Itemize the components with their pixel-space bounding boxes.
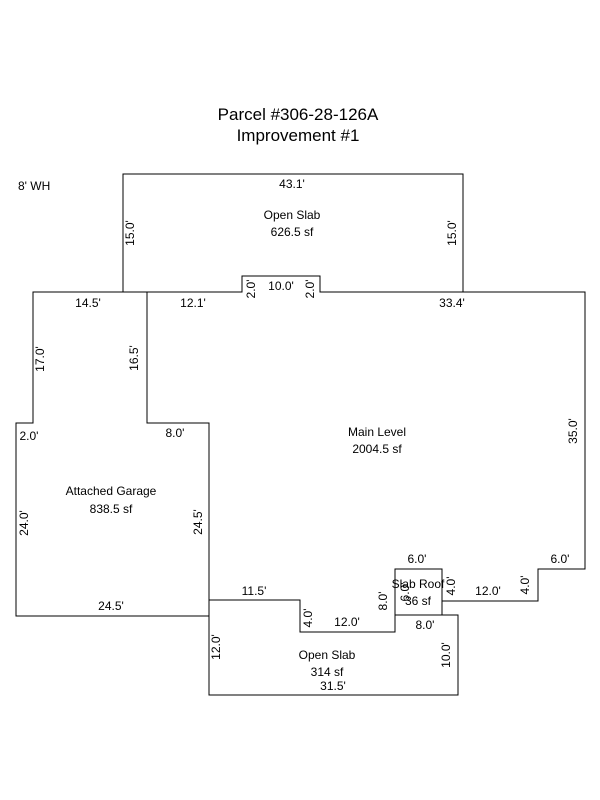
dim-slab-roof-bottom: 8.0' bbox=[416, 618, 435, 632]
dim-garage-step: 2.0' bbox=[20, 429, 39, 443]
dim-notch-width: 10.0' bbox=[268, 279, 294, 293]
dim-garage-left: 24.0' bbox=[17, 510, 31, 536]
dim-notch-right: 2.0' bbox=[303, 280, 317, 299]
open-slab-bottom-name: Open Slab bbox=[299, 648, 356, 662]
dim-main-inner-step: 8.0' bbox=[166, 426, 185, 440]
garage-outline bbox=[15, 291, 210, 617]
dim-bottom-slab-right: 10.0' bbox=[439, 642, 453, 668]
open-slab-top-area: 626.5 sf bbox=[271, 225, 314, 239]
slab-roof-area: 36 sf bbox=[405, 594, 432, 608]
slab-roof-name: Slab Roof bbox=[392, 577, 445, 591]
dim-main-top-left: 12.1' bbox=[180, 296, 206, 310]
dim-slab-roof-left: 6.0' bbox=[398, 583, 412, 602]
dim-top-slab-right: 15.0' bbox=[445, 220, 459, 246]
open-slab-bottom-area: 314 sf bbox=[311, 665, 344, 679]
parcel-title: Parcel #306-28-126A bbox=[218, 105, 379, 124]
open-slab-top-name: Open Slab bbox=[264, 208, 321, 222]
dim-garage-bottom: 24.5' bbox=[98, 599, 124, 613]
garage-area: 838.5 sf bbox=[90, 502, 133, 516]
dim-main-inner-left: 16.5' bbox=[127, 345, 141, 371]
dim-main-bottom-right: 12.0' bbox=[475, 584, 501, 598]
dim-garage-top: 14.5' bbox=[75, 296, 101, 310]
dim-notch-left: 2.0' bbox=[244, 280, 258, 299]
dim-bottom-up: 8.0' bbox=[376, 592, 390, 611]
dim-garage-right: 24.5' bbox=[191, 509, 205, 535]
main-level-area: 2004.5 sf bbox=[352, 442, 402, 456]
dim-garage-upper-left: 17.0' bbox=[33, 346, 47, 372]
garage-name: Attached Garage bbox=[66, 484, 157, 498]
dim-slab-roof-right: 4.0' bbox=[444, 577, 458, 596]
dim-slab-roof-top: 6.0' bbox=[408, 552, 427, 566]
main-level-name: Main Level bbox=[348, 425, 406, 439]
dim-bottom-slab-width: 31.5' bbox=[320, 679, 346, 693]
dim-bottom-step-down: 4.0' bbox=[301, 609, 315, 628]
open-slab-bottom-outline bbox=[208, 599, 459, 696]
dim-bottom-mid: 12.0' bbox=[334, 615, 360, 629]
dim-main-right: 35.0' bbox=[566, 418, 580, 444]
dim-main-right-step: 6.0' bbox=[551, 552, 570, 566]
dim-bottom-step-top: 11.5' bbox=[242, 584, 267, 598]
wall-height-note: 8' WH bbox=[18, 179, 50, 193]
improvement-title: Improvement #1 bbox=[237, 126, 360, 145]
dim-bottom-slab-left: 12.0' bbox=[209, 634, 223, 660]
dim-top-slab-width: 43.1' bbox=[279, 177, 305, 191]
dim-main-right-down: 4.0' bbox=[518, 576, 532, 595]
dim-main-top-right: 33.4' bbox=[439, 296, 465, 310]
dim-top-slab-left: 15.0' bbox=[123, 220, 137, 246]
